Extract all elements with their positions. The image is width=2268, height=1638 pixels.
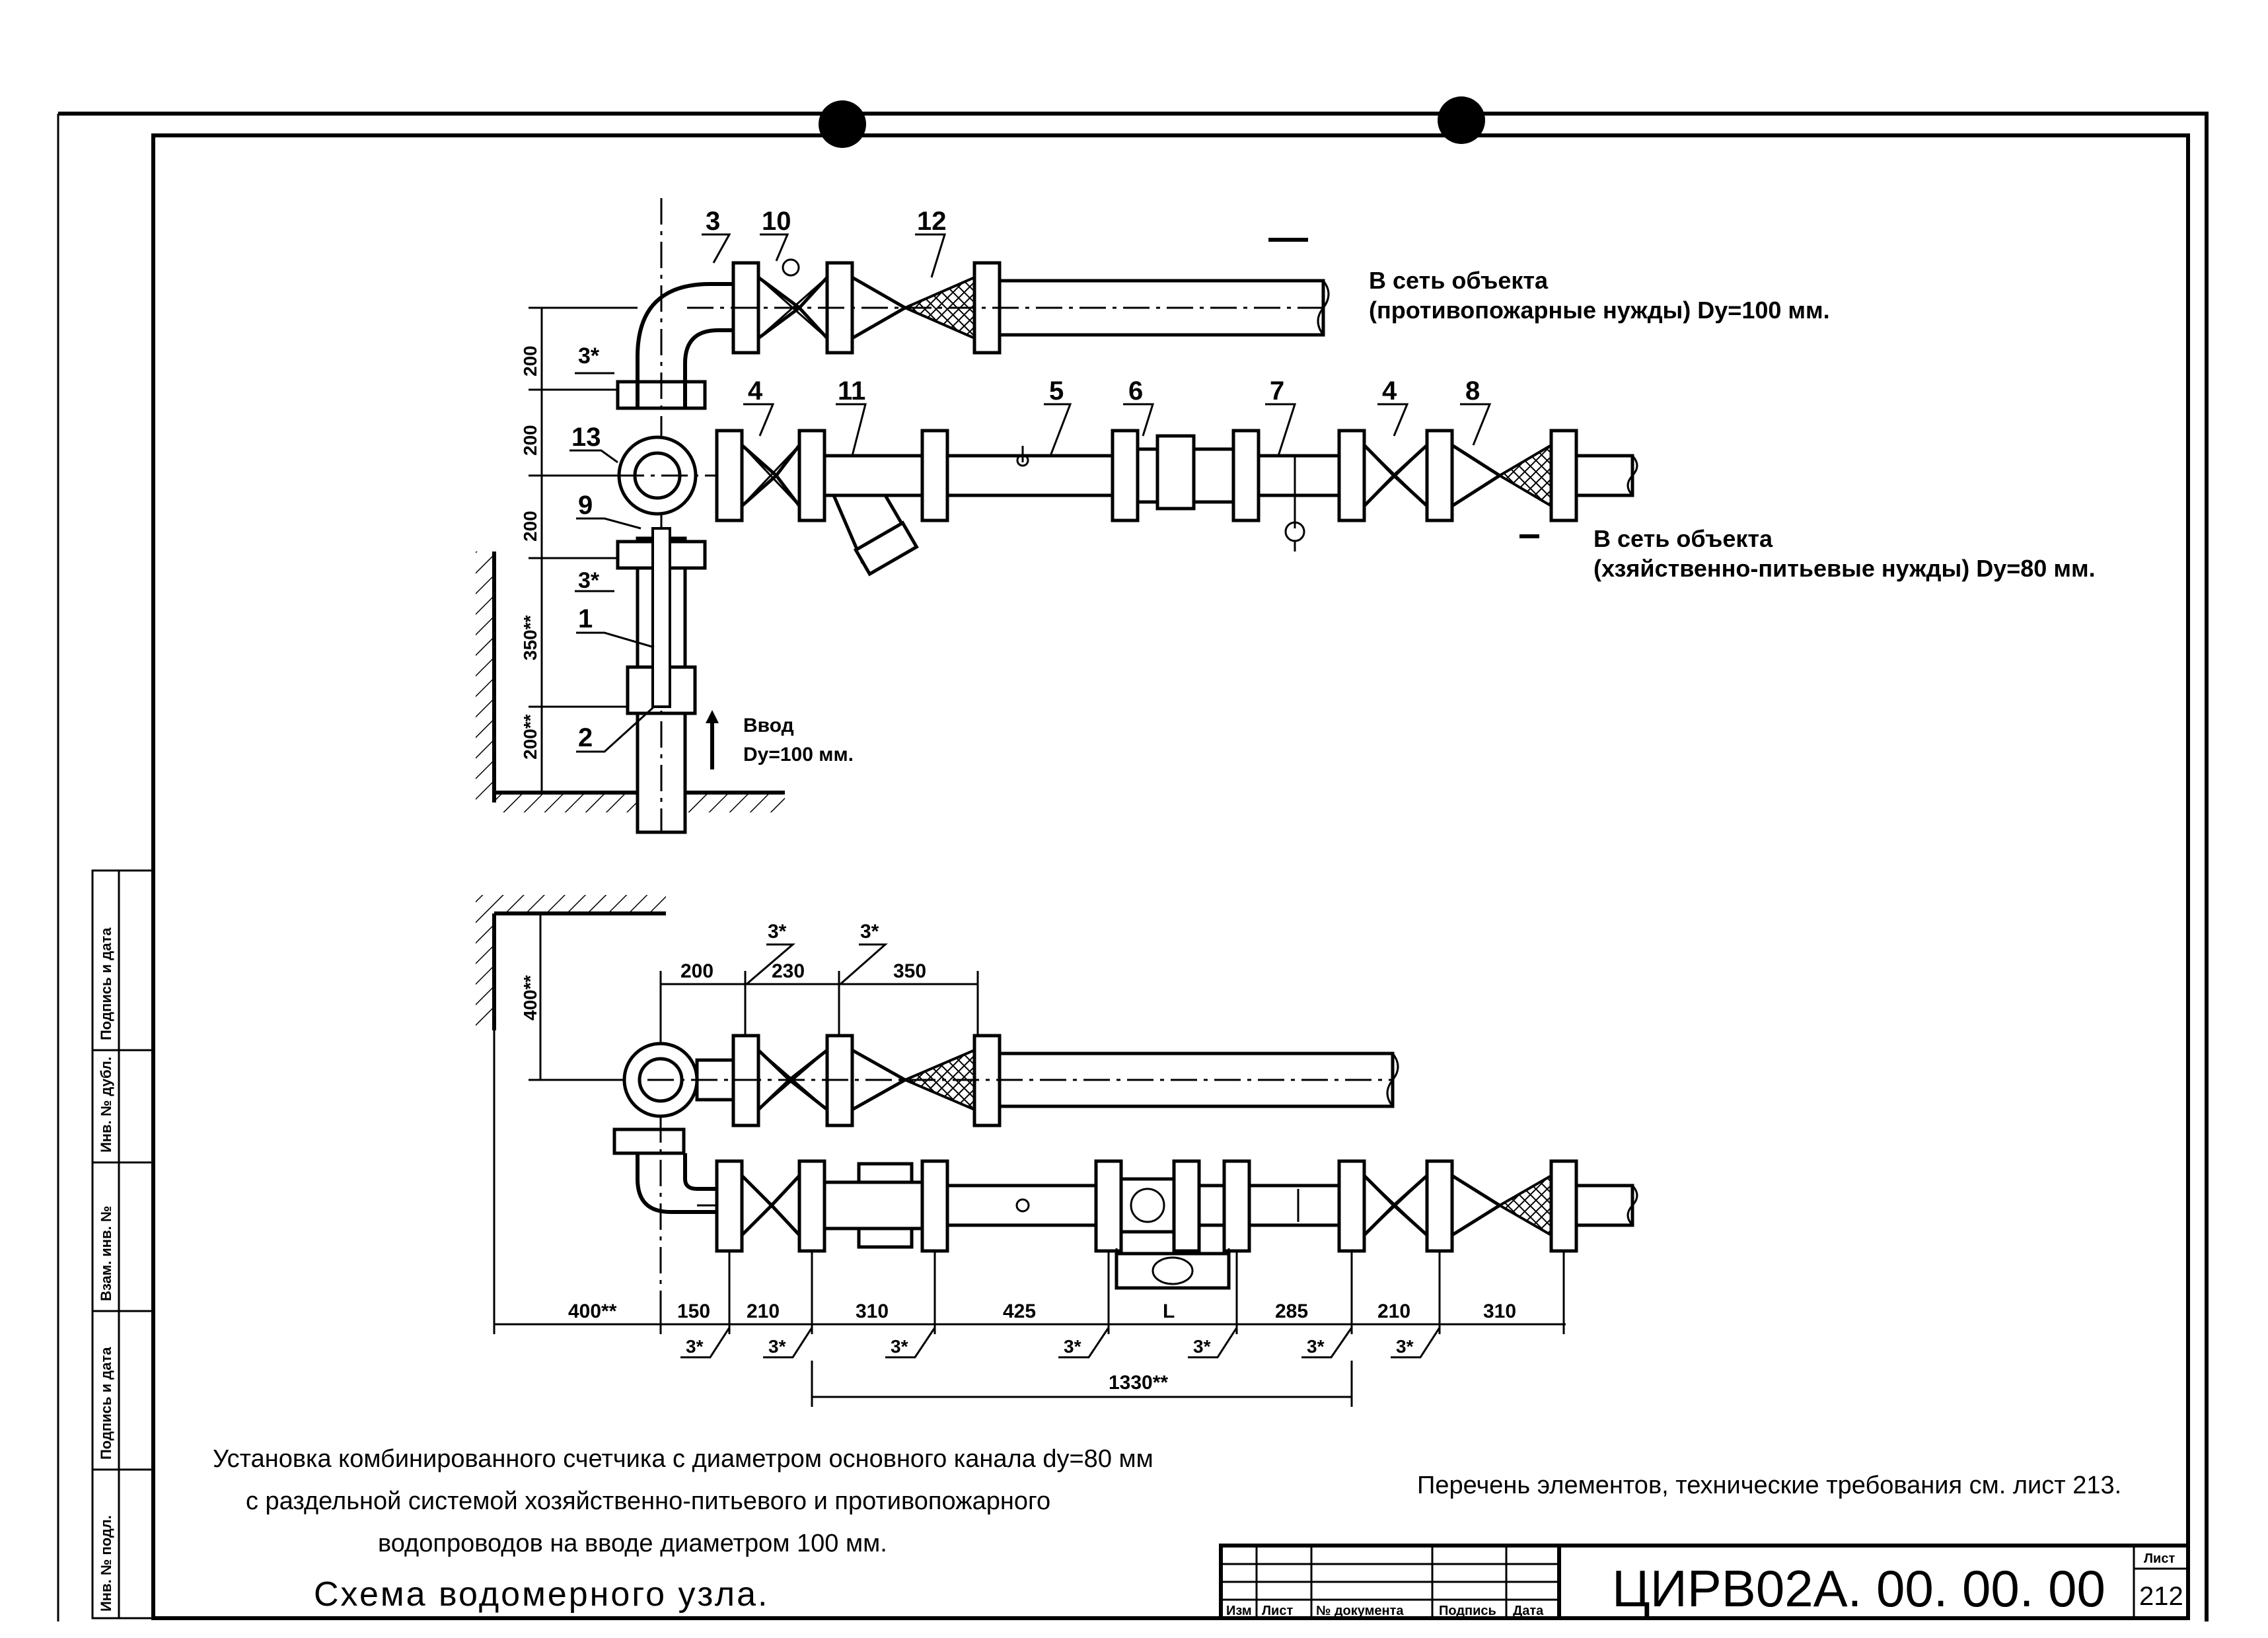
dim-400-vertical: 400**	[520, 975, 540, 1020]
pos-3: 3	[706, 207, 720, 236]
dim-top-230: 230	[772, 960, 805, 982]
inlet-label-2: Dy=100 мм.	[743, 744, 854, 766]
pos-10: 10	[762, 207, 791, 236]
description-line-1: Установка комбинированного счетчика с ди…	[213, 1445, 1153, 1473]
filter-11	[823, 454, 924, 497]
pos-13: 13	[571, 423, 601, 452]
dim-200-a: 200	[520, 345, 540, 376]
weld-bot-3: 3*	[891, 1336, 908, 1357]
bypass-meter	[1115, 1252, 1231, 1290]
pos-12: 12	[917, 207, 947, 236]
tb-sheet-number: 212	[2139, 1582, 2183, 1611]
dim-bot-150: 150	[677, 1300, 710, 1322]
lower-scheme: 400**	[476, 895, 1638, 1407]
pos-4-b: 4	[1382, 376, 1397, 406]
stamp-inv-podl: Инв. № подл.	[98, 1515, 114, 1612]
tb-sheet-label: Лист	[2144, 1551, 2175, 1566]
wall-hatch	[476, 552, 494, 802]
pos-7: 7	[1270, 376, 1284, 406]
meter-6	[1155, 434, 1196, 511]
dim-bot-285: 285	[1275, 1300, 1308, 1322]
pos-4-a: 4	[748, 376, 763, 406]
scheme-title: Схема водомерного узла.	[314, 1575, 770, 1614]
pos-6: 6	[1128, 376, 1143, 406]
punch-hole-left	[819, 100, 866, 148]
dim-bot-310-b: 310	[1483, 1300, 1516, 1322]
pos-8: 8	[1465, 376, 1480, 406]
upper-scheme: 200 200 200 350** 200** 3* 3* 3 10 12	[476, 198, 2096, 834]
outlet-fire-label-2: (противопожарные нужды) Dy=100 мм.	[1369, 297, 1830, 324]
side-stamp: Инв. № подл. Подпись и дата Взам. инв. №…	[91, 869, 155, 1620]
pos-9: 9	[578, 491, 593, 520]
stamp-sign-date-1: Подпись и дата	[98, 1347, 114, 1460]
outlet-domestic-label-2: (хзяйственно-питьевые нужды) Dy=80 мм.	[1593, 555, 2096, 582]
meter-lower	[1119, 1177, 1176, 1234]
pos-1: 1	[578, 604, 593, 633]
inlet-label-1: Ввод	[743, 715, 794, 736]
dim-overall-1330: 1330**	[1109, 1372, 1168, 1394]
dim-bot-L: L	[1163, 1300, 1175, 1322]
pos-2: 2	[578, 723, 593, 752]
stamp-vzam-inv: Взам. инв. №	[98, 1206, 114, 1301]
weld-bot-4: 3*	[1064, 1336, 1081, 1357]
stamp-sign-date-2: Подпись и дата	[98, 927, 114, 1040]
weld-top-2: 3*	[860, 921, 879, 943]
weld-bot-6: 3*	[1307, 1336, 1325, 1357]
stamp-inv-dubl: Инв. № дубл.	[98, 1057, 114, 1153]
weld-mark-2: 3*	[578, 568, 600, 593]
weld-bot-1: 3*	[686, 1336, 704, 1357]
description-line-3: водопроводов на вводе диаметром 100 мм.	[378, 1530, 887, 1557]
dim-bot-210-b: 210	[1377, 1300, 1410, 1322]
weld-bot-7: 3*	[1396, 1336, 1414, 1357]
strainer-insert	[651, 527, 671, 708]
reference-note: Перечень элементов, технические требован…	[1417, 1472, 2122, 1499]
tb-col-date: Дата	[1513, 1604, 1544, 1618]
dim-top-200: 200	[680, 960, 713, 982]
weld-bot-2: 3*	[768, 1336, 786, 1357]
dim-200-c: 200	[520, 511, 540, 542]
dim-200-d: 200**	[520, 714, 540, 760]
dim-200-b: 200	[520, 425, 540, 456]
dim-350: 350**	[520, 615, 540, 660]
dim-bot-400: 400**	[568, 1300, 617, 1322]
weld-mark-1: 3*	[578, 343, 600, 369]
dim-bot-425: 425	[1003, 1300, 1036, 1322]
dim-bot-310-a: 310	[856, 1300, 889, 1322]
outlet-domestic-label-1: В сеть объекта	[1593, 525, 1773, 552]
weld-top-1: 3*	[768, 921, 787, 943]
tb-col-list: Лист	[1262, 1604, 1293, 1618]
tb-col-sign: Подпись	[1439, 1604, 1496, 1618]
tb-col-doc: № документа	[1316, 1604, 1404, 1618]
pos-11: 11	[838, 376, 865, 406]
dim-bot-210-a: 210	[747, 1300, 780, 1322]
punch-hole-right	[1438, 96, 1485, 144]
dim-top-350: 350	[893, 960, 926, 982]
weld-bot-5: 3*	[1193, 1336, 1211, 1357]
pos-5: 5	[1049, 376, 1064, 406]
tb-col-izm: Изм	[1226, 1604, 1252, 1618]
title-block: Изм Лист № документа Подпись Дата ЦИРВ02…	[1219, 1544, 2190, 1620]
tb-designation: ЦИРВ02А. 00. 00. 00	[1612, 1559, 2105, 1618]
description-line-2: с раздельной системой хозяйственно-питье…	[246, 1487, 1051, 1515]
outlet-fire-label-1: В сеть объекта	[1369, 267, 1549, 294]
